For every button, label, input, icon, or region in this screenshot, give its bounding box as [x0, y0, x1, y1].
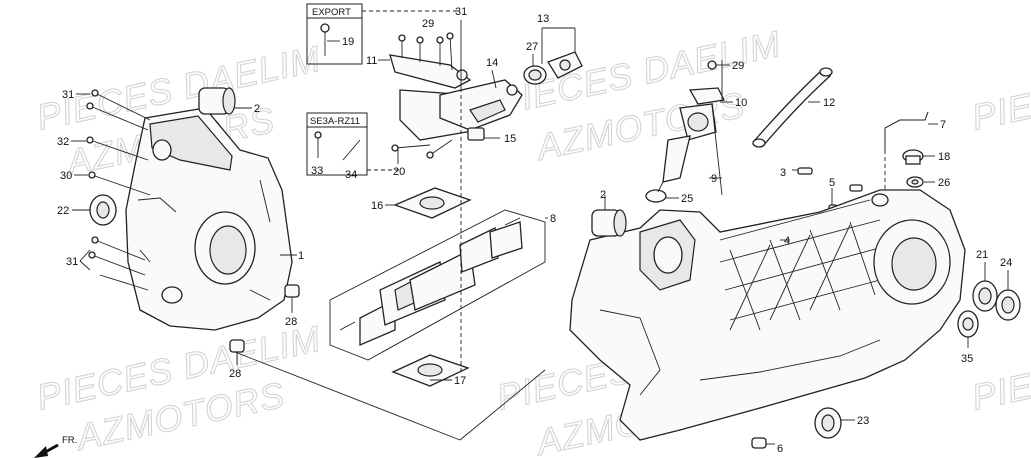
callout-4: 4	[784, 235, 790, 247]
hose-12	[752, 67, 833, 148]
dowel-6	[751, 437, 775, 449]
callout-5: 5	[829, 177, 835, 189]
callout-6: 6	[777, 443, 783, 455]
breather-7	[884, 111, 938, 190]
callout-12: 12	[823, 97, 835, 109]
left-crankcase	[125, 107, 293, 331]
callout-33: 33	[311, 165, 323, 177]
direction-label: FR.	[62, 435, 77, 446]
plug-18	[902, 149, 935, 165]
callout-17: 17	[454, 375, 466, 387]
callout-32: 32	[57, 136, 69, 148]
callout-2: 2	[600, 189, 606, 201]
callout-9: 9	[711, 173, 717, 185]
callout-14: 14	[486, 57, 498, 69]
gasket-16	[385, 187, 472, 219]
oil-seal-22	[89, 194, 117, 226]
callout-19: 19	[342, 36, 354, 48]
callout-31: 31	[66, 256, 78, 268]
bolts-20	[391, 139, 453, 159]
callout-22: 22	[57, 205, 69, 217]
dowel-28-b	[229, 339, 245, 365]
bushing-2-right	[591, 195, 627, 237]
watermark-text: PIECES DAELIM	[968, 318, 1031, 418]
callout-16: 16	[371, 200, 383, 212]
watermark-text: PIECES DAELIM	[968, 38, 1031, 138]
callout-24: 24	[1000, 257, 1012, 269]
se3a-rz11-box: SE3A-RZ11	[306, 112, 400, 176]
gasket-17	[391, 354, 470, 387]
bracket-14	[439, 79, 523, 131]
right-crankcase	[569, 189, 966, 441]
bolts-left	[86, 89, 151, 291]
se3a-rz11-label: SE3A-RZ11	[310, 116, 360, 127]
callout-27: 27	[526, 41, 538, 53]
export-label: EXPORT	[312, 7, 351, 18]
gasket-27	[523, 65, 547, 85]
bushing-2-left	[198, 87, 236, 115]
callout-34: 34	[345, 169, 357, 181]
oil-pump-9	[645, 60, 725, 203]
callout-11: 11	[366, 55, 377, 67]
oil-seal-23	[814, 407, 855, 439]
callout-26: 26	[938, 177, 950, 189]
callout-15: 15	[504, 133, 516, 145]
dowel-28-a	[284, 284, 300, 313]
callout-30: 30	[60, 170, 72, 182]
callout-2: 2	[254, 103, 260, 115]
bolt-3	[792, 167, 813, 175]
callout-10: 10	[735, 97, 747, 109]
callout-20: 20	[393, 166, 405, 178]
callout-28: 28	[285, 316, 297, 328]
callout-1: 1	[298, 250, 304, 262]
washer-26	[906, 176, 935, 188]
callout-7: 7	[940, 119, 946, 131]
callout-25: 25	[681, 193, 693, 205]
bearing-21	[972, 262, 998, 312]
callout-13: 13	[537, 13, 549, 25]
callout-8: 8	[550, 213, 556, 225]
callout-3: 3	[780, 167, 786, 179]
clamp-15	[467, 127, 500, 141]
reed-valve-8	[329, 209, 548, 361]
callouts: 1 2 2 3 4 5 6 7 8 9 10 11 12 13 14 15 16…	[57, 6, 1012, 455]
callout-35: 35	[961, 353, 973, 365]
callout-31: 31	[455, 6, 467, 18]
callout-28: 28	[229, 368, 241, 380]
bearing-35	[957, 310, 979, 348]
callout-31: 31	[62, 89, 74, 101]
callout-21: 21	[976, 249, 988, 261]
callout-18: 18	[938, 151, 950, 163]
callout-29: 29	[732, 60, 744, 72]
export-box: EXPORT	[306, 3, 460, 65]
bearing-24	[995, 270, 1021, 321]
callout-23: 23	[857, 415, 869, 427]
front-direction-arrow-icon: FR.	[34, 435, 77, 458]
callout-29: 29	[422, 18, 434, 30]
cover-13	[541, 27, 583, 79]
bolts-29-top	[398, 20, 462, 88]
